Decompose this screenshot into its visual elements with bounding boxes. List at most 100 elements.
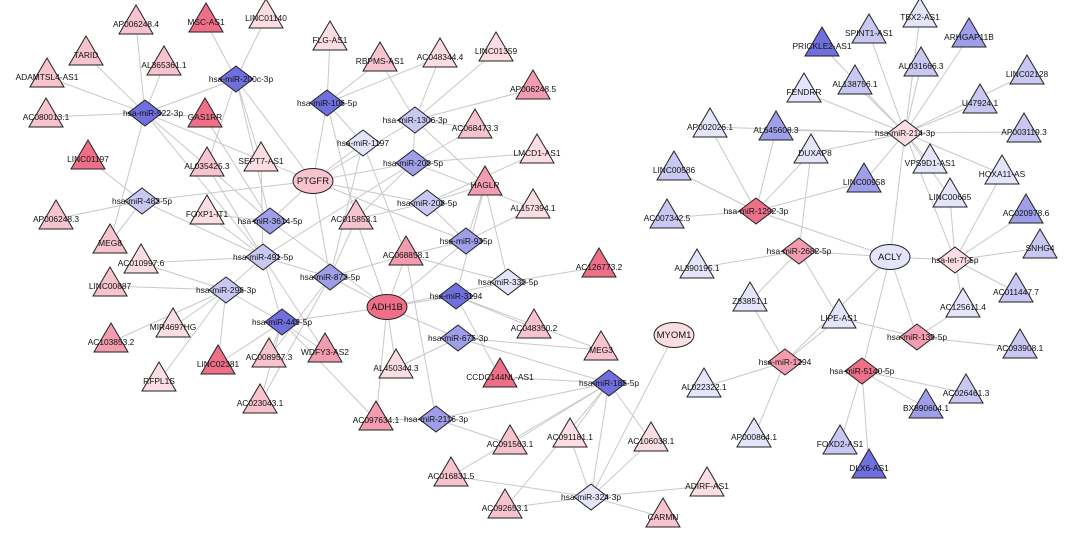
node-triangle-u47924-1[interactable] [962, 83, 998, 114]
node-hsa-mir-483-5p[interactable]: hsa-miR-483-5p [112, 187, 172, 215]
node-ac091181-1[interactable]: AC091181.1 [547, 417, 593, 448]
node-diamond-hsa-mir-1292-3p[interactable] [738, 197, 774, 225]
node-hsa-mir-873-5p[interactable]: hsa-miR-873-5p [300, 263, 360, 291]
node-ac097634-1[interactable]: AC097634.1 [353, 400, 400, 431]
node-foxd2-as1[interactable]: FOXD2-AS1 [817, 424, 864, 455]
node-arhgap11b[interactable]: ARHGAP11B [944, 17, 994, 48]
node-triangle-ac068473-3[interactable] [457, 108, 493, 139]
node-acly[interactable]: ACLY [869, 244, 911, 270]
node-triangle-foxp1-it1[interactable] [189, 194, 225, 225]
node-diamond-hsa-mir-483-5p[interactable] [124, 187, 160, 215]
node-triangle-snhg4[interactable] [1022, 228, 1058, 259]
node-linc00665[interactable]: LINC00665 [929, 177, 972, 208]
node-ac011447-7[interactable]: AC011447.7 [993, 272, 1039, 303]
node-lmcd1-as1[interactable]: LMCD1-AS1 [513, 133, 561, 164]
node-tbx2-as1[interactable]: TBX2-AS1 [900, 0, 940, 28]
node-al450344-3[interactable]: AL450344.3 [373, 348, 419, 379]
node-z83851-1[interactable]: Z83851.1 [732, 281, 768, 312]
node-hoxa11-as[interactable]: HOXA11-AS [979, 154, 1026, 185]
node-triangle-al031666-3[interactable] [903, 46, 939, 77]
node-diamond-hsa-mir-200c-3p[interactable] [218, 65, 254, 93]
node-ptgfr[interactable]: PTGFR [292, 168, 334, 194]
node-triangle-flg-as1[interactable] [312, 20, 348, 51]
node-triangle-ccdc144nl-as1[interactable] [482, 357, 518, 388]
node-spint1-as1[interactable]: SPINT1-AS1 [845, 13, 893, 44]
node-diamond-hsa-mir-214-3p[interactable] [887, 119, 923, 147]
node-diamond-hsa-mir-873-5p[interactable] [312, 263, 348, 291]
node-triangle-ac015853-1[interactable] [338, 199, 374, 230]
node-hsa-mir-522-3p[interactable]: hsa-miR-522-3p [123, 99, 183, 127]
node-triangle-ac106038-1[interactable] [633, 421, 669, 452]
node-triangle-ac080013-1[interactable] [28, 97, 64, 128]
node-bx890604-1[interactable]: BX890604.1 [903, 388, 949, 419]
node-diamond-hsa-mir-106-5p[interactable] [309, 89, 345, 117]
node-triangle-adamtsl4-as1[interactable] [29, 57, 65, 88]
node-triangle-ac092653-1[interactable] [487, 488, 523, 519]
node-triangle-ac023043-1[interactable] [242, 383, 278, 414]
node-adh1b[interactable]: ADH1B [366, 294, 408, 320]
node-triangle-wdfy3-as2[interactable] [307, 332, 343, 363]
node-diamond-hsa-mir-200-5p[interactable] [395, 149, 431, 177]
node-triangle-z83851-1[interactable] [732, 281, 768, 312]
node-al022322-1[interactable]: AL022322.1 [681, 367, 727, 398]
node-triangle-ac007342-5[interactable] [649, 198, 685, 229]
node-al035425-3[interactable]: AL035425.3 [184, 146, 230, 177]
node-triangle-ac008957-3[interactable] [251, 337, 287, 368]
node-triangle-arhgap11b[interactable] [951, 17, 987, 48]
node-diamond-hsa-let-7f-5p[interactable] [937, 246, 973, 274]
node-hsa-mir-2682-5p[interactable]: hsa-miR-2682-5p [767, 237, 832, 265]
node-diamond-hsa-mir-449-5p[interactable] [264, 308, 300, 336]
node-ac026461-3[interactable]: AC026461.3 [943, 373, 990, 404]
node-al031666-3[interactable]: AL031666.3 [898, 46, 944, 77]
node-triangle-ac016831-5[interactable] [433, 456, 469, 487]
node-triangle-ac093908-1[interactable] [1002, 328, 1038, 359]
node-hsa-mir-200-5p[interactable]: hsa-miR-200-5p [383, 149, 443, 177]
node-diamond-hsa-mir-5140-5p[interactable] [844, 357, 880, 385]
node-fendrr[interactable]: FENDRR [786, 72, 822, 103]
node-vps9d1-as1[interactable]: VPS9D1-AS1 [905, 143, 956, 174]
node-triangle-ac048344-4[interactable] [422, 37, 458, 68]
node-hsa-mir-185-5p[interactable]: hsa-miR-185-5p [579, 369, 639, 397]
node-triangle-ap006248-5[interactable] [515, 69, 551, 100]
node-snhg4[interactable]: SNHG4 [1022, 228, 1058, 259]
node-triangle-ac097634-1[interactable] [358, 400, 394, 431]
node-triangle-ap000864-1[interactable] [736, 417, 772, 448]
node-carmn[interactable]: CARMN [645, 497, 681, 528]
node-haglr[interactable]: HAGLR [467, 165, 503, 196]
node-diamond-hsa-mir-1197[interactable] [345, 129, 381, 157]
node-triangle-fendrr[interactable] [786, 72, 822, 103]
node-triangle-haglr[interactable] [467, 165, 503, 196]
node-ac008957-3[interactable]: AC008957.3 [246, 337, 293, 368]
node-linc00958[interactable]: LINC00958 [843, 162, 886, 193]
node-ellipse-myom1[interactable] [653, 322, 695, 348]
node-ap006248-5[interactable]: AP006248.5 [510, 69, 556, 100]
node-triangle-ac091563-1[interactable] [492, 424, 528, 455]
node-ac080013-1[interactable]: AC080013.1 [23, 97, 70, 128]
node-ap000864-1[interactable]: AP000864.1 [731, 417, 777, 448]
node-wdfy3-as2[interactable]: WDFY3-AS2 [301, 332, 349, 363]
node-triangle-al138756-1[interactable] [837, 64, 873, 95]
node-triangle-ac020978-6[interactable] [1008, 193, 1044, 224]
node-dlx6-as1[interactable]: DLX6-AS1 [849, 448, 889, 479]
node-foxp1-it1[interactable]: FOXP1-IT1 [186, 194, 229, 225]
node-flg-as1[interactable]: FLG-AS1 [312, 20, 348, 51]
node-adirf-as1[interactable]: ADIRF-AS1 [685, 466, 729, 497]
node-triangle-duxap8[interactable] [793, 133, 829, 164]
node-linc00586[interactable]: LINC00586 [653, 150, 696, 181]
node-triangle-lipe-as1[interactable] [821, 298, 857, 329]
node-triangle-ac010997-6[interactable] [123, 243, 159, 274]
node-triangle-ap006248-4[interactable] [118, 4, 154, 35]
node-ac106038-1[interactable]: AC106038.1 [628, 421, 675, 452]
node-gas1rr[interactable]: GAS1RR [187, 97, 223, 128]
node-triangle-ac091181-1[interactable] [552, 417, 588, 448]
node-ellipse-ptgfr[interactable] [292, 168, 334, 194]
node-triangle-ac068858-1[interactable] [388, 235, 424, 266]
node-linc01140[interactable]: LINC01140 [245, 0, 287, 29]
node-ap003119-3[interactable]: AP003119.3 [1001, 112, 1047, 143]
node-al365361-1[interactable]: AL365361.1 [141, 45, 187, 76]
node-ac103853-2[interactable]: AC103853.2 [88, 322, 135, 353]
node-triangle-linc00586[interactable] [656, 150, 692, 181]
node-triangle-mir4697hg[interactable] [155, 307, 191, 338]
node-triangle-ap002026-1[interactable] [692, 107, 728, 138]
node-linc02381[interactable]: LINC02381 [197, 344, 240, 375]
